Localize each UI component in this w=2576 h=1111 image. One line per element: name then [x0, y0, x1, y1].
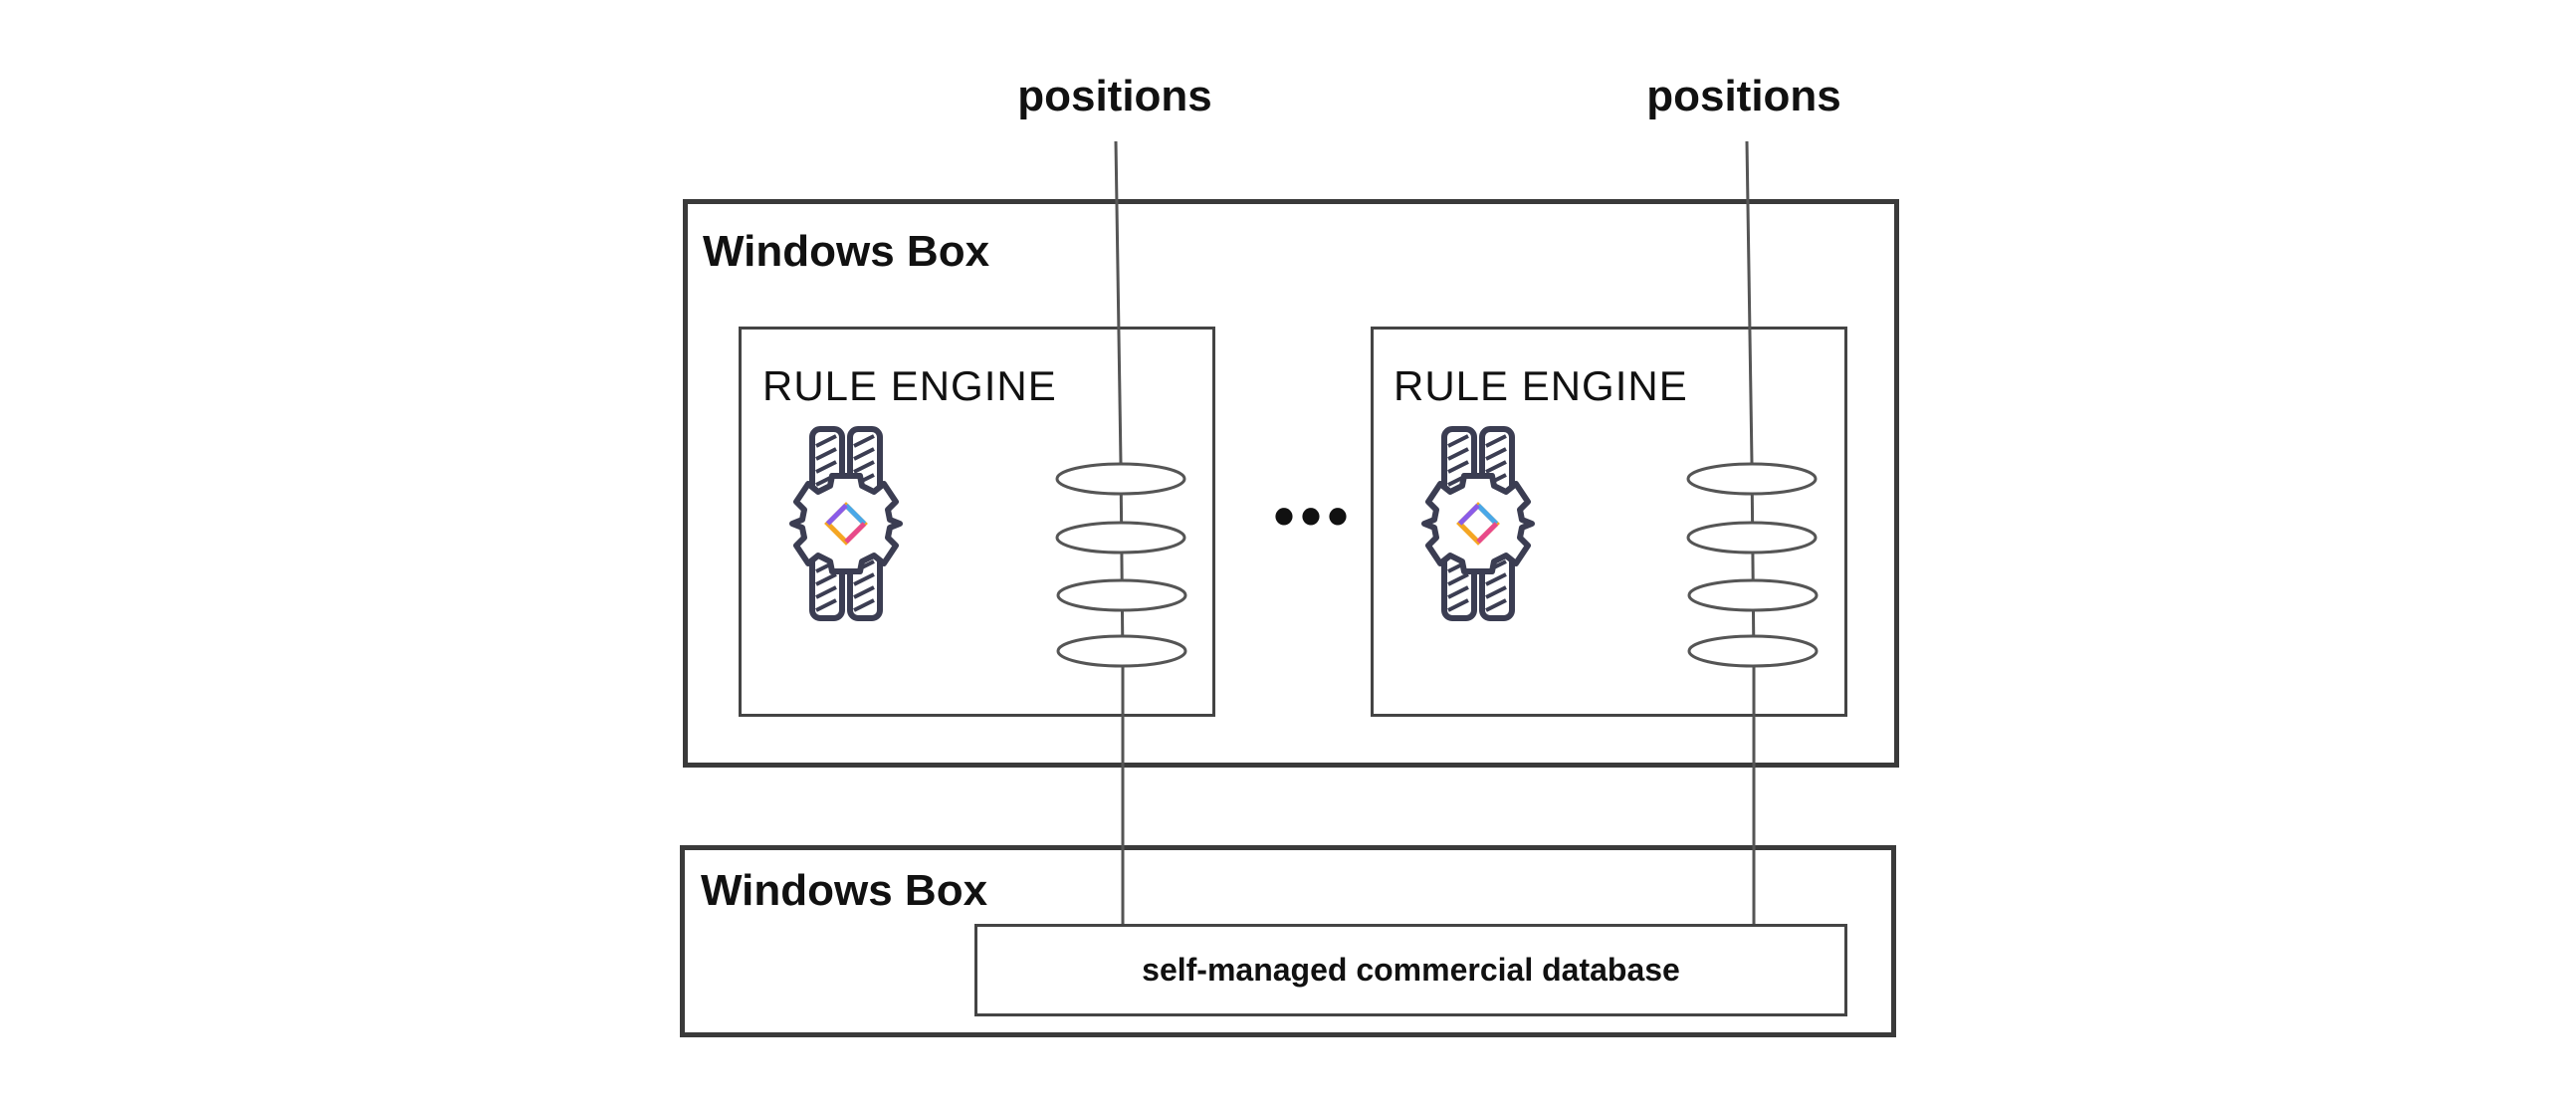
position-disk [1686, 521, 1818, 555]
position-stack-right [1686, 462, 1819, 668]
position-disk [1056, 634, 1187, 668]
position-disk [1055, 462, 1186, 496]
gear-engine-icon [792, 429, 900, 618]
position-disk [1687, 634, 1819, 668]
position-stack-left [1055, 462, 1187, 668]
rule-engine-left [739, 327, 1215, 717]
gear-engine-icon [1424, 429, 1532, 618]
connector-line-right-top [1745, 140, 1754, 464]
position-disk [1686, 462, 1818, 496]
database-box: self-managed commercial database [974, 924, 1847, 1016]
position-disk [1687, 578, 1819, 612]
positions-label-right: positions [1646, 72, 1841, 120]
rule-engine-right-title: RULE ENGINE [1394, 362, 1688, 409]
connector-line-left-top [1114, 140, 1123, 464]
rule-engine-right [1371, 327, 1847, 717]
rule-engine-left-title: RULE ENGINE [762, 362, 1057, 409]
database-label: self-managed commercial database [1142, 952, 1680, 988]
position-disk [1055, 521, 1186, 555]
positions-label-left: positions [1017, 72, 1212, 120]
more-engines-ellipsis: ••• [1273, 482, 1355, 550]
windows-box-lower [680, 845, 1896, 1037]
windows-box-lower-title: Windows Box [701, 866, 988, 915]
windows-box-upper-title: Windows Box [703, 227, 990, 276]
windows-box-upper [683, 199, 1899, 768]
position-disk [1056, 578, 1187, 612]
